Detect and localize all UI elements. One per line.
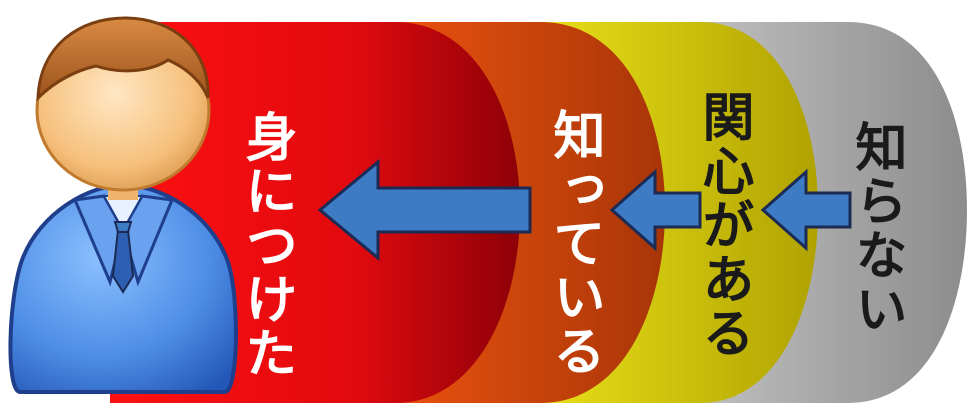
stage-label-3: 知っている	[544, 108, 604, 378]
stage-label-4: 身につけた	[236, 110, 296, 380]
arrow-left-icon	[609, 168, 702, 252]
stage-label-1: 知らない	[846, 120, 906, 336]
stage-label-2: 関心がある	[693, 90, 753, 360]
person-icon	[8, 16, 238, 394]
arrow-left-icon	[317, 158, 532, 262]
arrow-left-icon	[760, 168, 852, 252]
